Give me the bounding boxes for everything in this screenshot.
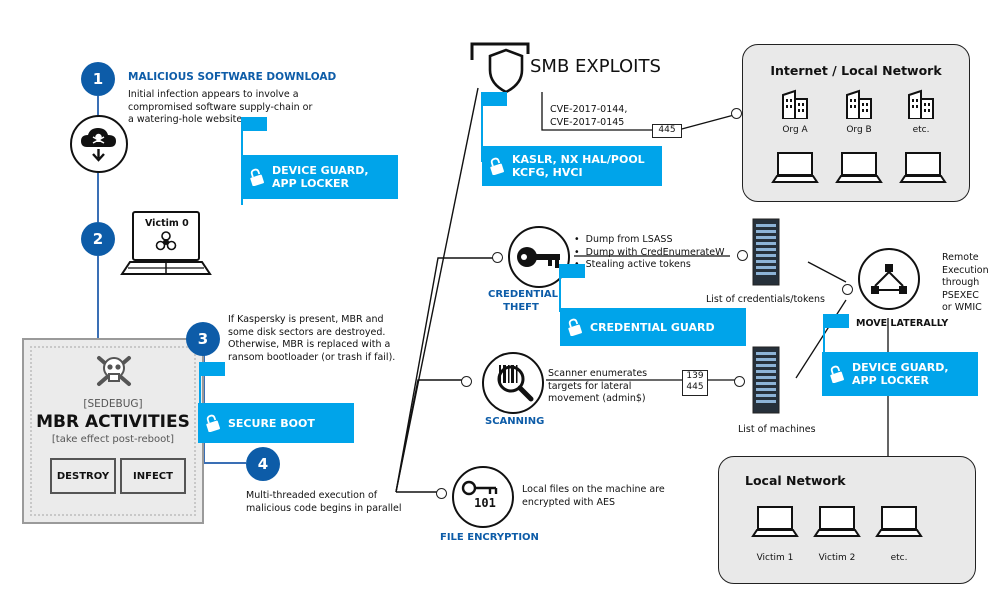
smb-port-box: 445 [652, 124, 682, 138]
org-etc-label: etc. [912, 125, 930, 135]
secure-boot-box: SECURE BOOT [198, 403, 354, 443]
step-1-title: MALICIOUS SOFTWARE DOWNLOAD [128, 71, 337, 83]
shield-icon [470, 42, 530, 94]
scanning-server-pin [734, 376, 745, 387]
network-nodes-icon [858, 248, 920, 310]
lock-icon [830, 365, 844, 383]
org-a-label: Org A [782, 125, 808, 135]
device-guard-app-locker-2: DEVICE GUARD,APP LOCKER [822, 352, 978, 396]
laptop-icon [813, 506, 861, 537]
laptop-icon [899, 152, 947, 183]
internet-connector-pin [731, 108, 742, 119]
laptop-icon [835, 152, 883, 183]
lock-icon [250, 168, 264, 186]
key-icon [508, 226, 570, 288]
laptop-icon [875, 506, 923, 537]
scanning-ports-box: 139 445 [682, 370, 708, 396]
org-b-label: Org B [846, 125, 872, 135]
infect-button: INFECT [120, 458, 186, 494]
credential-server-pin [737, 250, 748, 261]
scanning-description: Scanner enumerates targets for lateral m… [548, 368, 648, 404]
credentials-list-label: List of credentials/tokens [706, 294, 825, 305]
device-guard-app-locker-1: DEVICE GUARD,APP LOCKER [242, 155, 398, 199]
server-icon [752, 346, 780, 414]
credential-guard-box: CREDENTIAL GUARD [560, 308, 746, 346]
flag-icon [199, 362, 225, 410]
mbr-tag: [SEDEBUG] [83, 398, 143, 410]
lateral-connector-pin [842, 284, 853, 295]
step-1-description: Initial infection appears to involve a c… [128, 89, 313, 125]
local-network-panel: Local Network Victim 1 Victim 2 etc. [718, 456, 976, 584]
flag-icon [559, 264, 585, 312]
step-4-description: Multi-threaded execution of malicious co… [246, 490, 402, 514]
smb-cves: CVE-2017-0144, CVE-2017-0145 [550, 104, 628, 128]
encryption-icon-digits: 101 [474, 496, 496, 510]
scanning-connector-pin [461, 376, 472, 387]
move-laterally-label: MOVE LATERALLY [856, 318, 949, 329]
scanning-label: SCANNING [485, 416, 545, 427]
remote-execution-text: Remote Execution through PSEXEC or WMIC [942, 252, 989, 313]
victim-2-label: Victim 2 [818, 553, 856, 563]
credential-bullets: • Dump from LSASS • Dump with CredEnumer… [574, 234, 725, 270]
mbr-title: MBR ACTIVITIES [36, 412, 190, 432]
building-icon [846, 89, 872, 119]
destroy-button: DESTROY [50, 458, 116, 494]
mbr-subtitle: [take effect post-reboot] [51, 434, 175, 445]
victim-1-label: Victim 1 [756, 553, 794, 563]
step-2-number: 2 [81, 222, 115, 256]
step-3-description: If Kaspersky is present, MBR and some di… [228, 314, 396, 363]
magnifier-scan-icon [482, 352, 544, 414]
victim-0-laptop-icon [120, 211, 212, 275]
skull-crossbones-icon [97, 356, 131, 386]
step-4-number: 4 [246, 447, 280, 481]
mbr-activities-panel: [SEDEBUG] MBR ACTIVITIES [take effect po… [22, 338, 204, 524]
lock-icon [490, 157, 504, 175]
step-1-number: 1 [81, 62, 115, 96]
internet-network-panel: Internet / Local Network Org A Org B etc… [742, 44, 970, 202]
file-encryption-label: FILE ENCRYPTION [440, 532, 539, 543]
smb-exploits-title: SMB EXPLOITS [530, 56, 661, 77]
internet-panel-title: Internet / Local Network [770, 63, 942, 78]
victim-etc-label: etc. [890, 553, 908, 563]
building-icon [908, 89, 934, 119]
encryption-key-icon: 101 [452, 466, 514, 528]
lock-icon [568, 318, 582, 336]
building-icon [782, 89, 808, 119]
credential-connector-pin [492, 252, 503, 263]
lock-icon [206, 414, 220, 432]
local-network-title: Local Network [745, 473, 846, 488]
step-3-number: 3 [186, 322, 220, 356]
encryption-description: Local files on the machine are encrypted… [522, 484, 665, 508]
malware-cloud-icon [70, 115, 128, 173]
encryption-connector-pin [436, 488, 447, 499]
laptop-icon [751, 506, 799, 537]
server-icon [752, 218, 780, 286]
laptop-icon [771, 152, 819, 183]
machines-list-label: List of machines [738, 424, 816, 435]
victim-0-label: Victim 0 [145, 218, 189, 229]
credential-theft-label: CREDENTIAL THEFT [488, 289, 559, 313]
